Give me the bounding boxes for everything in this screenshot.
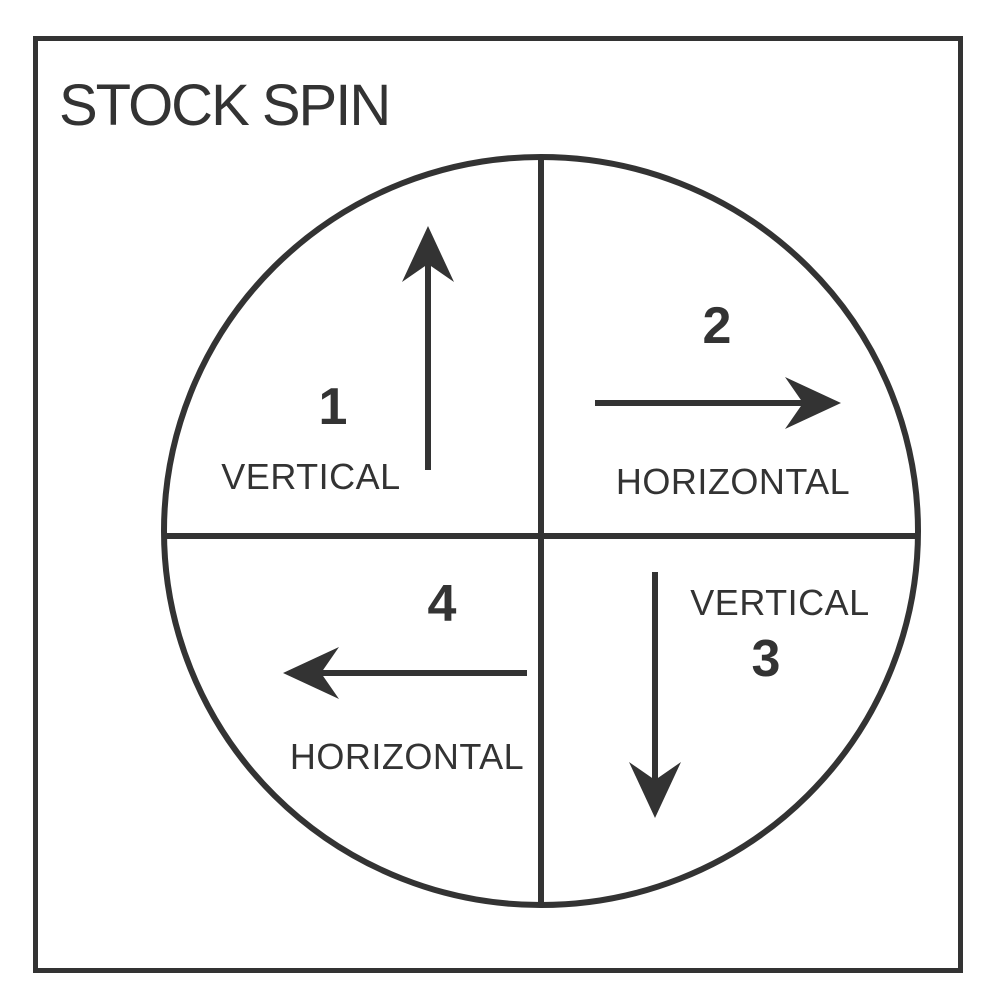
quadrant-3-number: 3 (751, 630, 781, 688)
quadrant-2-label: HORIZONTAL (615, 461, 851, 502)
outer-frame (33, 36, 963, 973)
page-title: STOCK SPIN (59, 73, 391, 138)
circle-outline (161, 154, 921, 908)
quadrant-4-label: HORIZONTAL (289, 736, 525, 777)
arrow-down-icon (629, 572, 681, 818)
quadrant-4-number: 4 (427, 575, 457, 633)
arrow-left-icon (283, 647, 527, 699)
arrow-right-icon (595, 377, 841, 429)
quadrant-1-label: VERTICAL (221, 456, 401, 497)
quadrant-2-number: 2 (702, 297, 732, 355)
quadrant-3-label: VERTICAL (690, 582, 870, 623)
arrow-up-icon (402, 226, 454, 470)
quadrant-1-number: 1 (318, 378, 348, 436)
